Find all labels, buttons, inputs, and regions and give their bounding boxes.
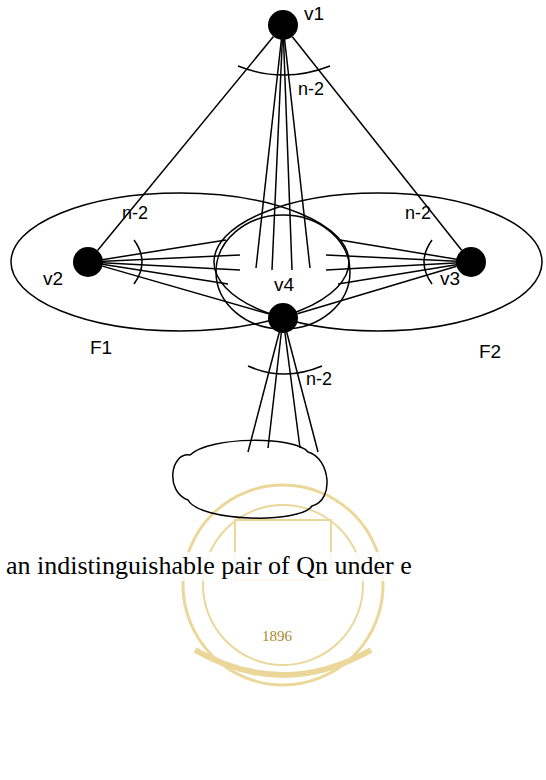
graph-edge [292, 37, 461, 250]
watermark-year: 1896 [262, 628, 292, 645]
count-label: n-2 [122, 204, 148, 224]
face-ellipse: F1v2 [10, 192, 350, 332]
count-label: n-2 [306, 370, 332, 390]
count-label: n-2 [405, 204, 431, 224]
vertex-label: v3 [440, 269, 460, 290]
ellipse-outline [213, 192, 543, 332]
count-brackets [134, 66, 432, 374]
graph-edge [297, 266, 456, 313]
graph-vertex: v4 [268, 303, 298, 333]
vertex-label: v4 [274, 275, 294, 296]
count-label: n-2 [298, 80, 324, 100]
ellipse-outline [10, 192, 350, 332]
face-label: F2 [479, 342, 501, 363]
face-ellipse: F2v3 [213, 192, 543, 332]
fan-lines [88, 25, 473, 452]
graph-vertex: v2 [73, 247, 103, 277]
cloud-region [173, 440, 327, 518]
watermark-logo [183, 485, 383, 685]
graph-vertex: v3 [456, 247, 486, 277]
caption-fragment: an indistinguishable pair of Qn under e [4, 552, 414, 581]
vertex-label: v1 [304, 4, 324, 25]
face-label: F1 [90, 338, 112, 359]
graph-edge [98, 37, 274, 251]
graph-edge [102, 266, 268, 314]
graph-vertex: v1 [268, 10, 298, 40]
vertex-label: v2 [43, 269, 63, 290]
